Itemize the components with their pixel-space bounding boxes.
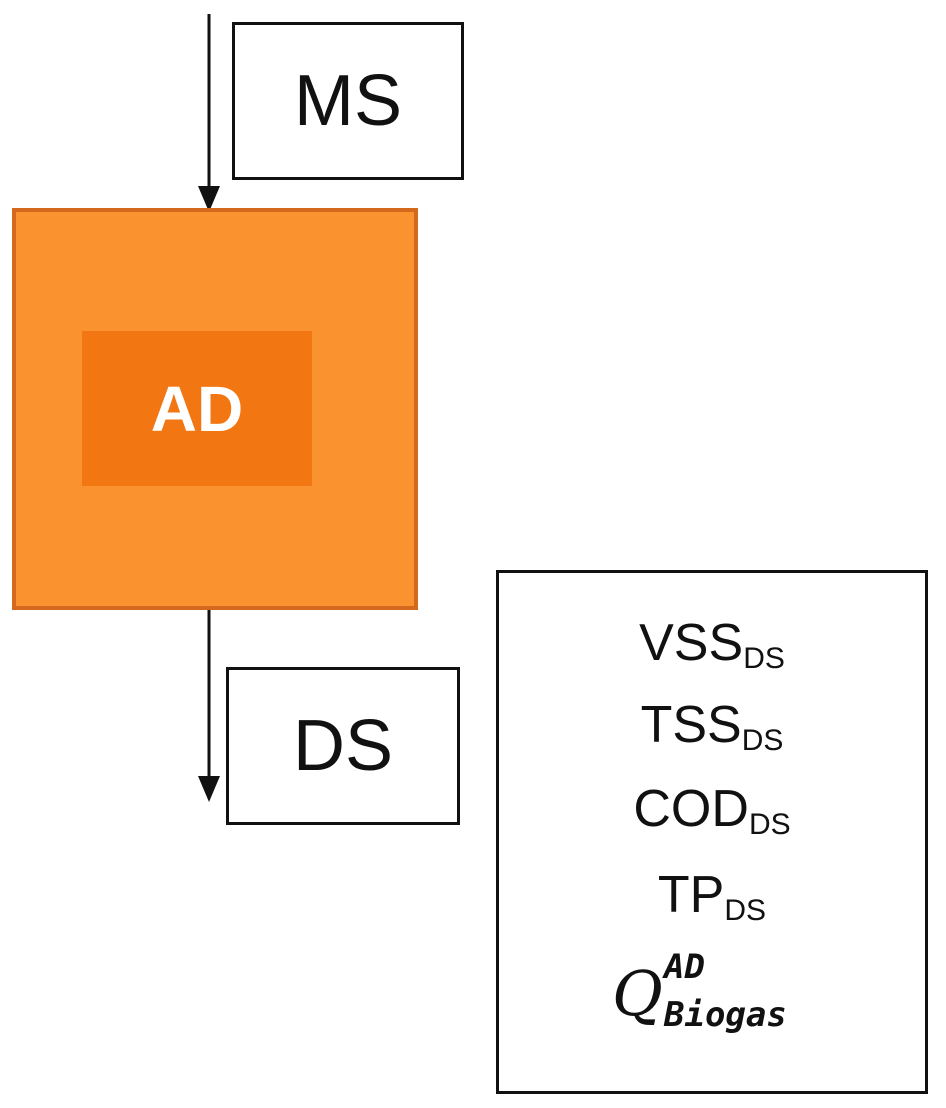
- var-tss-sub: DS: [741, 724, 784, 757]
- var-cod: CODDS: [499, 779, 925, 842]
- var-tp-base: TP: [657, 866, 725, 924]
- arrowhead-ad-to-ds: [198, 776, 220, 802]
- var-tss: TSSDS: [499, 695, 925, 758]
- var-tss-base: TSS: [640, 696, 742, 754]
- var-q-biogas: Q AD Biogas: [499, 945, 925, 1045]
- output-variables-box: VSSDS TSSDS CODDS TPDS Q AD Biogas: [496, 570, 928, 1094]
- arrowhead-ms-to-ad: [198, 186, 220, 212]
- ms-label: MS: [294, 61, 402, 141]
- ad-label: AD: [150, 372, 244, 445]
- var-q-sub: Biogas: [664, 995, 787, 1035]
- var-vss: VSSDS: [499, 613, 925, 676]
- var-cod-sub: DS: [748, 808, 791, 841]
- var-tp: TPDS: [499, 865, 925, 928]
- var-vss-base: VSS: [639, 614, 744, 672]
- var-cod-base: COD: [633, 780, 749, 838]
- var-vss-sub: DS: [743, 642, 785, 675]
- var-q-base: Q: [612, 957, 663, 1030]
- ds-node: DS: [226, 667, 460, 825]
- ms-node: MS: [232, 22, 464, 180]
- var-q-sup: AD: [664, 947, 705, 987]
- ds-label: DS: [292, 706, 394, 786]
- ad-label-box: AD: [82, 331, 312, 486]
- var-tp-sub: DS: [724, 894, 767, 927]
